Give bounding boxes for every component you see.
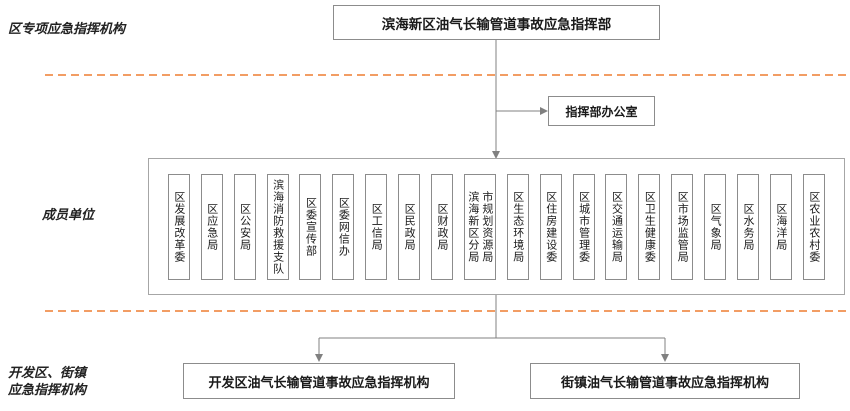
member-unit-box: 区发展改革委 xyxy=(167,173,190,280)
member-unit-box: 区住房建设委 xyxy=(539,173,562,280)
member-unit-box: 区交通运输局 xyxy=(605,173,628,280)
member-unit-box: 区民政局 xyxy=(398,173,421,280)
member-unit-box: 区生态环境局 xyxy=(506,173,529,280)
member-unit-box: 区公安局 xyxy=(233,173,256,280)
member-unit-box: 区城市管理委 xyxy=(572,173,595,280)
member-unit-box: 区应急局 xyxy=(200,173,223,280)
member-unit-box: 区委网信办 xyxy=(332,173,355,280)
label-devzone-street-command: 开发区、街镇 应急指挥机构 xyxy=(8,365,87,397)
member-unit-box: 区卫生健康委 xyxy=(638,173,661,280)
member-units-panel: 区发展改革委 区应急局 区公安局 滨海消防救援支队 区委宣传部 区委网信办 区工… xyxy=(148,158,845,295)
label-member-units: 成员单位 xyxy=(42,207,95,222)
street-town-command-box: 街镇油气长输管道事故应急指挥机构 xyxy=(530,363,800,399)
devzone-command-box: 开发区油气长输管道事故应急指挥机构 xyxy=(183,363,455,399)
member-unit-box: 区财政局 xyxy=(431,173,454,280)
member-unit-box: 滨海消防救援支队 xyxy=(266,173,289,280)
member-unit-box: 区农业农村委 xyxy=(802,173,825,280)
label-district-special-command: 区专项应急指挥机构 xyxy=(8,21,126,36)
member-unit-box: 区水务局 xyxy=(737,173,760,280)
member-unit-box: 区委宣传部 xyxy=(299,173,322,280)
member-unit-box: 区工信局 xyxy=(365,173,388,280)
member-unit-box: 区气象局 xyxy=(704,173,727,280)
member-unit-box: 区海洋局 xyxy=(769,173,792,280)
command-office-box: 指挥部办公室 xyxy=(548,96,655,126)
member-unit-box: 区市场监管局 xyxy=(671,173,694,280)
top-command-box: 滨海新区油气长输管道事故应急指挥部 xyxy=(333,5,660,40)
member-unit-box: 市规划资源局 滨海新区分局 xyxy=(463,173,496,280)
